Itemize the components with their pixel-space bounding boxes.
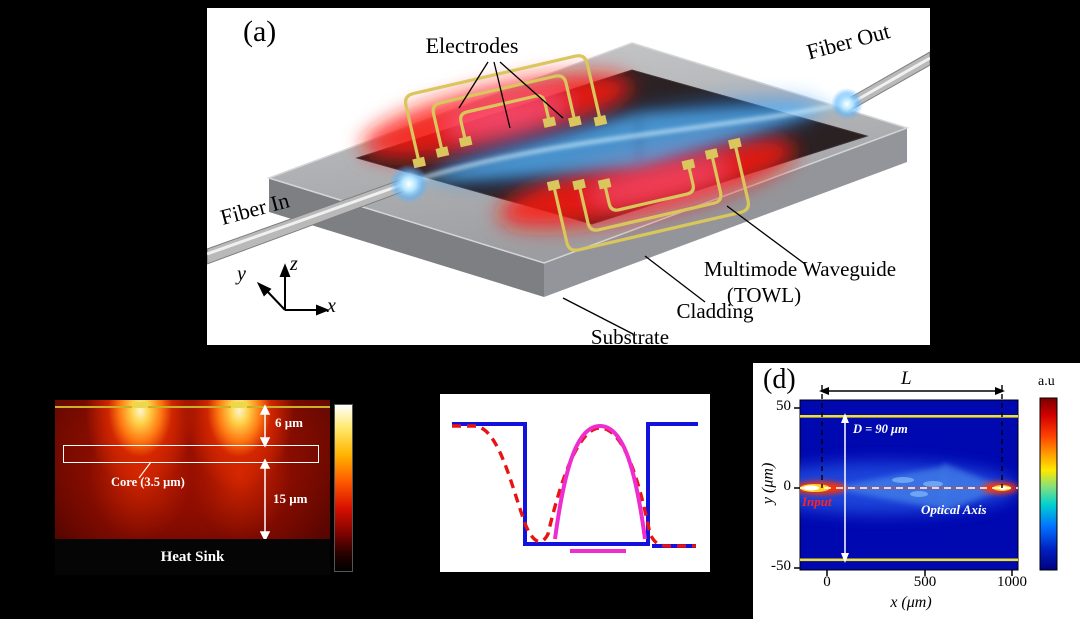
length-L-label: L — [901, 368, 912, 389]
heatmap-colorbar — [334, 404, 353, 572]
towl-label: (TOWL) — [726, 283, 802, 307]
panel-d-beam-propagation: (d) L D = 90 μm Input Optical Axis a.u 5… — [753, 363, 1080, 619]
y-tick-0: 0 — [783, 478, 792, 494]
gap-15um-label: 15 μm — [273, 491, 308, 506]
mode-profile-curve-magenta — [553, 423, 647, 540]
substrate-label: Substrate — [590, 325, 670, 349]
electrodes-top-group — [404, 54, 608, 169]
annotation-lines — [458, 61, 806, 335]
x-tick-1000: 1000 — [997, 574, 1027, 590]
dimension-arrows — [138, 404, 271, 542]
x-tick-0: 0 — [823, 574, 831, 590]
diameter-arrow — [841, 413, 849, 563]
temperature-curve-red-dashed — [452, 424, 696, 548]
fiber-out-glow — [831, 88, 863, 120]
input-label: Input — [802, 494, 832, 509]
simulation-plot — [794, 385, 1058, 576]
panel-c-profiles — [440, 394, 710, 572]
core-label: Core (3.5 μm) — [111, 475, 185, 489]
top-surface-line — [55, 406, 330, 408]
multimode-waveguide-label: Multimode Waveguide — [703, 257, 897, 281]
index-well-curve-blue — [452, 422, 698, 546]
coordinate-axes — [256, 263, 330, 316]
axis-ticks — [794, 407, 1013, 576]
heater-red-glow — [362, 73, 796, 229]
electrode-pads-top — [412, 114, 608, 169]
x-tick-500: 500 — [913, 574, 937, 590]
panel-a-device-schematic: (a) Electrodes Fiber Out Fiber In Multim… — [206, 8, 931, 349]
profile-plot — [452, 422, 698, 553]
heat-sink-strip: Heat Sink — [55, 539, 330, 575]
waveguide-wall-bottom — [800, 558, 1018, 562]
panel-a-label: (a) — [243, 15, 277, 48]
device-3d-illustration — [206, 42, 931, 335]
diameter-label: D = 90 μm — [853, 422, 908, 436]
fiber-in-glow — [389, 164, 429, 204]
waveguide-wall-top — [800, 415, 1018, 418]
heat-sink-label: Heat Sink — [160, 548, 225, 565]
y-tick-50: 50 — [776, 398, 791, 414]
electrode-pads-bottom — [546, 137, 742, 192]
axis-z-label: z — [290, 253, 298, 275]
optical-axis-label: Optical Axis — [921, 502, 987, 517]
panel-b-thermal-cross-section: 6 μm 15 μm Core (3.5 μm) Heat Sink — [55, 400, 330, 575]
heater-electrode-right — [231, 402, 247, 408]
y-axis-label: y (μm) — [759, 462, 777, 505]
electrodes-label: Electrodes — [425, 33, 519, 58]
axis-y-label: y — [237, 263, 246, 285]
colorbar-unit-label: a.u — [1038, 374, 1055, 389]
core-outline — [63, 445, 319, 463]
electrodes-bottom-group — [546, 137, 750, 252]
y-tick-neg50: -50 — [771, 558, 791, 574]
axis-x-label: x — [327, 295, 336, 317]
heater-electrode-left — [132, 402, 148, 408]
simulation-colorbar — [1039, 397, 1058, 571]
beam-field — [800, 415, 1018, 562]
panel-d-label: (d) — [763, 364, 796, 395]
gap-6um-label: 6 μm — [275, 415, 303, 430]
cladding-label: Cladding — [676, 299, 754, 323]
length-markers — [819, 385, 1005, 488]
light-beam — [404, 97, 848, 186]
x-axis-label: x (μm) — [890, 594, 932, 611]
